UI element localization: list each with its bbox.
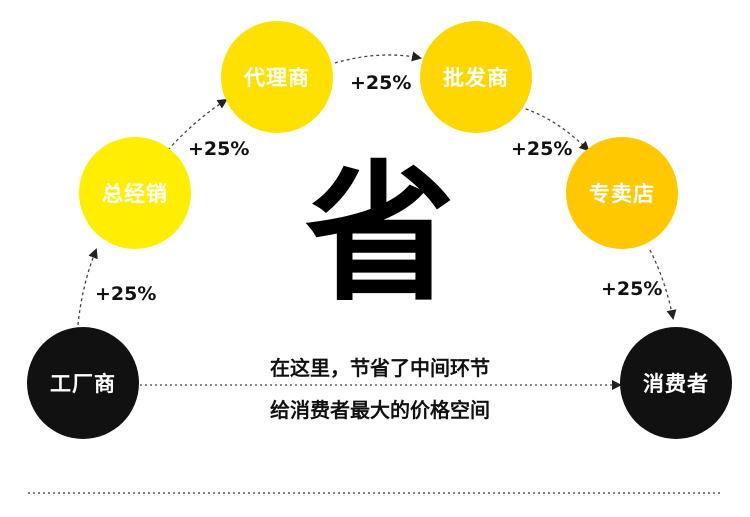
arrow-wholesaler-to-store [519, 106, 590, 152]
markup-label-4: +25% [511, 138, 573, 160]
caption-line-2: 给消费者最大的价格空间 [270, 398, 490, 422]
node-store-label: 专卖店 [589, 182, 655, 206]
node-wholesaler-label: 批发商 [443, 66, 509, 90]
node-store: 专卖店 [566, 137, 678, 249]
caption-line-1: 在这里，节省了中间环节 [270, 356, 490, 380]
node-factory-label: 工厂商 [50, 372, 116, 396]
node-wholesaler: 批发商 [420, 21, 532, 133]
arrow-distributor-to-agent [167, 98, 228, 151]
markup-label-5: +25% [601, 278, 663, 300]
node-general-distributor-label: 总经销 [102, 182, 168, 206]
arrow-factory-to-distributor [77, 248, 98, 326]
node-agent: 代理商 [221, 21, 333, 133]
arrow-store-to-consumer [649, 249, 677, 320]
node-consumer-label: 消费者 [643, 372, 709, 396]
arrow-agent-to-wholesaler [334, 51, 422, 64]
node-agent-label: 代理商 [244, 66, 310, 90]
markup-label-3: +25% [350, 72, 412, 94]
node-general-distributor: 总经销 [79, 137, 191, 249]
markup-label-1: +25% [95, 283, 157, 305]
node-factory: 工厂商 [27, 327, 139, 439]
save-character: 省 [304, 148, 455, 322]
node-consumer: 消费者 [620, 327, 732, 439]
markup-label-2: +25% [188, 138, 250, 160]
